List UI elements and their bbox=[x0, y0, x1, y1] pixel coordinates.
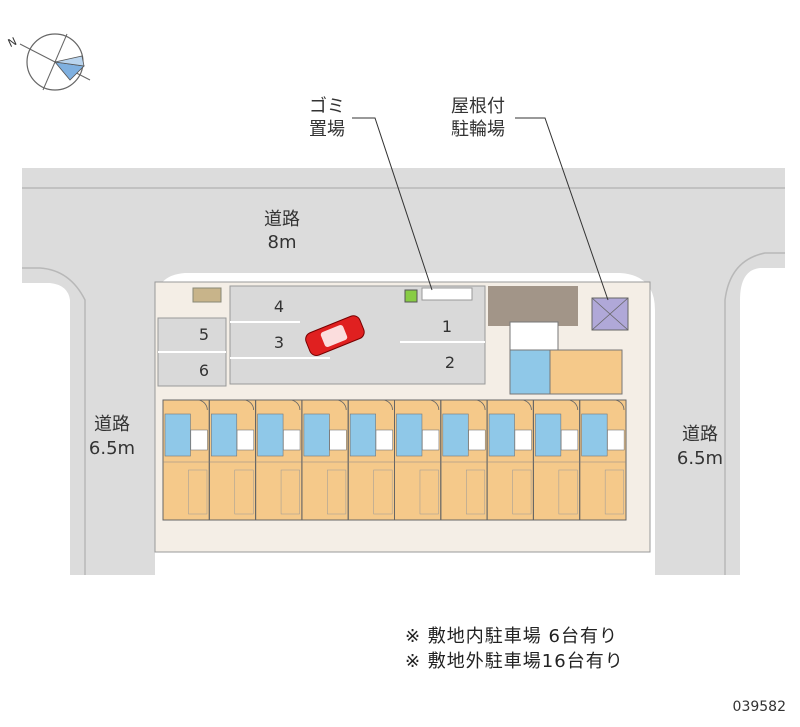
garbage-area bbox=[421, 287, 473, 301]
apartment-unit bbox=[579, 399, 627, 521]
callout-garbage-line2: 置場 bbox=[309, 119, 345, 140]
parking-space-6: 6 bbox=[199, 361, 209, 380]
car-icon bbox=[305, 315, 365, 357]
road-left-name: 道路 bbox=[94, 414, 130, 435]
callout-bike-leader bbox=[515, 117, 609, 301]
road-top-name: 道路 bbox=[264, 209, 300, 230]
note-offsite-parking: ※ 敷地外駐車場16台有り bbox=[405, 651, 624, 672]
parking-space-4: 4 bbox=[274, 297, 284, 316]
callout-bike-line2: 駐輪場 bbox=[451, 119, 505, 140]
parking-space-3: 3 bbox=[274, 333, 284, 352]
compass-north-arrow-icon: N bbox=[6, 33, 91, 91]
road-left-width: 6.5m bbox=[89, 438, 135, 459]
bike-rack-area bbox=[488, 286, 578, 326]
compass-label: N bbox=[6, 35, 19, 50]
callout-bike-line1: 屋根付 bbox=[451, 96, 505, 117]
apartment-unit bbox=[394, 399, 442, 521]
apartment-unit bbox=[255, 399, 303, 521]
garbage-area-icon bbox=[404, 289, 418, 303]
road-right-width: 6.5m bbox=[677, 448, 723, 469]
stair-block bbox=[509, 321, 559, 351]
parking-space-1: 1 bbox=[442, 317, 452, 336]
parking-space-2: 2 bbox=[445, 353, 455, 372]
callout-garbage-leader bbox=[352, 117, 433, 291]
road-right-name: 道路 bbox=[682, 424, 718, 445]
note-onsite-parking: ※ 敷地内駐車場 6台有り bbox=[405, 626, 618, 647]
road-top-width: 8m bbox=[268, 232, 297, 253]
roads bbox=[22, 168, 785, 575]
parking-space-5: 5 bbox=[199, 325, 209, 344]
property-code: 039582 bbox=[732, 699, 786, 715]
hedge-left bbox=[192, 287, 222, 303]
apartment-building bbox=[162, 399, 627, 521]
callout-garbage-line1: ゴミ bbox=[309, 96, 345, 117]
